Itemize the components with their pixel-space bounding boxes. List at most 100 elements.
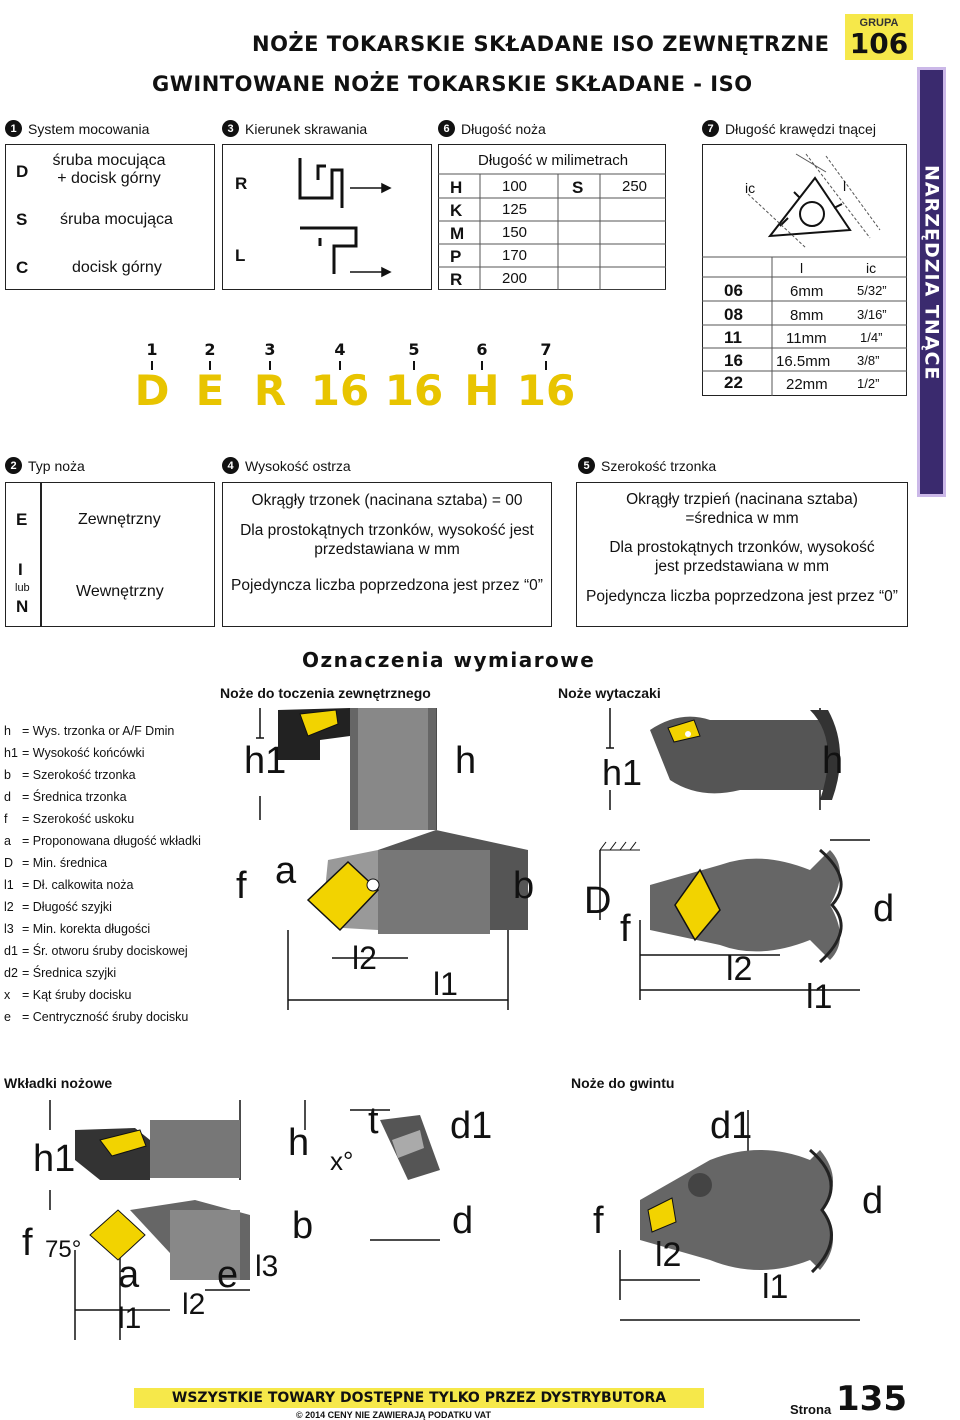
ins-label-f: f bbox=[22, 1222, 33, 1264]
sec6-extra-value: 250 bbox=[622, 178, 648, 195]
code-pos-6: 6 H bbox=[460, 340, 504, 412]
code-pos-2: 2 E bbox=[188, 340, 232, 412]
ins-label-d1: d1 bbox=[450, 1105, 493, 1147]
code-num-7: 7 bbox=[537, 340, 555, 359]
sec3-title: Kierunek skrawania bbox=[245, 120, 368, 137]
sec7-box bbox=[702, 144, 907, 396]
bore-label-l2: l2 bbox=[726, 950, 753, 988]
legend-item: e= Centryczność śruby docisku bbox=[4, 1010, 189, 1024]
sec7-code-0: 06 bbox=[724, 281, 743, 300]
ins-label-l1: l1 bbox=[118, 1302, 142, 1335]
sec6-value-1: 125 bbox=[502, 201, 528, 218]
sec7-code-1: 08 bbox=[724, 305, 743, 324]
legend-item: a= Proponowana długość wkładki bbox=[4, 834, 201, 848]
ins-label-x: x° bbox=[330, 1146, 354, 1176]
code-num-5: 5 bbox=[405, 340, 423, 359]
footer-banner: WSZYSTKIE TOWARY DOSTĘPNE TYLKO PRZEZ DY… bbox=[134, 1388, 704, 1408]
thr-label-f: f bbox=[593, 1200, 604, 1242]
page-title: NOŻE TOKARSKIE SKŁADANE ISO ZEWNĘTRZNE bbox=[252, 32, 830, 56]
ins-label-angle: 75° bbox=[45, 1236, 82, 1263]
side-tab-label: NARZĘDZIA TNĄCE bbox=[920, 165, 943, 381]
sec7-code-2: 11 bbox=[724, 328, 742, 347]
thr-label-d1: d1 bbox=[710, 1105, 753, 1147]
sec2-header: 2 Typ noża bbox=[5, 457, 85, 474]
sec6-value-2: 150 bbox=[502, 224, 528, 241]
bore-label-d-upper: D bbox=[584, 880, 612, 922]
sec7-l-4: 22mm bbox=[786, 376, 828, 393]
sec2-code-e: E bbox=[16, 510, 28, 529]
sec2-title: Typ noża bbox=[28, 457, 85, 474]
code-letter-3: R bbox=[253, 365, 287, 415]
sec6-code-4: R bbox=[450, 270, 463, 289]
page-subtitle: GWINTOWANE NOŻE TOKARSKIE SKŁADANE - ISO bbox=[152, 72, 753, 96]
boring-bar-drawing bbox=[599, 708, 870, 1000]
sec3-number: 3 bbox=[222, 120, 239, 137]
sec1-code-d: D bbox=[16, 162, 29, 181]
legend-item: d2= Średnica szyjki bbox=[4, 966, 117, 980]
sec7-col-l: l bbox=[800, 260, 804, 276]
sec6-caption: Długość w milimetrach bbox=[478, 152, 629, 169]
code-letter-5: 16 bbox=[384, 365, 444, 415]
sec1-text-s: śruba mocująca bbox=[60, 211, 173, 228]
inserts-title: Wkładki nożowe bbox=[4, 1075, 113, 1091]
sec6-value-4: 200 bbox=[502, 270, 528, 287]
sec5-p1: Okrągły trzpień (nacinana sztaba) =średn… bbox=[626, 491, 858, 527]
code-letter-2: E bbox=[195, 365, 225, 415]
sec3-header: 3 Kierunek skrawania bbox=[222, 120, 367, 137]
ins-label-h1: h1 bbox=[33, 1138, 76, 1180]
sec1-text-c: docisk górny bbox=[72, 259, 162, 276]
sec2-text-e: Zewnętrzny bbox=[78, 511, 161, 528]
code-num-2: 2 bbox=[201, 340, 219, 359]
code-letter-1: D bbox=[134, 365, 170, 415]
thr-label-l2: l2 bbox=[655, 1236, 682, 1274]
sec7-l-2: 11mm bbox=[786, 330, 827, 347]
sec7-ic-1: 3/16” bbox=[857, 307, 887, 322]
sec7-col-ic: ic bbox=[866, 260, 877, 276]
ins-label-l2: l2 bbox=[182, 1288, 206, 1321]
dims-ext-label: Noże do toczenia zewnętrznego bbox=[220, 685, 431, 701]
code-pos-5: 5 16 bbox=[382, 340, 446, 412]
ins-label-a: a bbox=[118, 1254, 140, 1296]
sec6-value-3: 170 bbox=[502, 247, 528, 264]
sec6-value-0: 100 bbox=[502, 178, 528, 195]
sec6-extra-code: S bbox=[572, 178, 584, 197]
thread-tool-drawing bbox=[619, 1110, 860, 1321]
sec1-text-d: śruba mocująca + docisk górny bbox=[52, 152, 166, 187]
ins-label-t: t bbox=[368, 1100, 379, 1142]
legend-item: d1= Śr. otworu śruby dociskowej bbox=[4, 944, 188, 958]
group-label: GRUPA bbox=[859, 17, 899, 29]
sec7-diagram-l: l bbox=[843, 178, 847, 194]
bore-label-f: f bbox=[620, 908, 631, 950]
sec2-code-i: I bbox=[18, 560, 23, 579]
sec7-l-1: 8mm bbox=[790, 307, 824, 324]
sec1-code-s: S bbox=[16, 210, 28, 229]
legend-item: x= Kąt śruby docisku bbox=[4, 988, 132, 1002]
sec6-number: 6 bbox=[438, 120, 455, 137]
code-example: 1 D 2 E 3 R 4 16 5 16 6 H 7 16 bbox=[130, 340, 580, 420]
sec2-divider bbox=[40, 482, 42, 627]
code-letter-6: H bbox=[464, 365, 500, 415]
sec1-code-c: C bbox=[16, 258, 29, 277]
sec7-title: Długość krawędzi tnącej bbox=[725, 120, 876, 137]
sec4-p1: Okrągły trzonek (nacinana sztaba) = 00 bbox=[251, 492, 523, 509]
code-pos-4: 4 16 bbox=[308, 340, 372, 412]
thread-title: Noże do gwintu bbox=[571, 1075, 675, 1091]
sec2-code-n: N bbox=[16, 597, 29, 616]
sec2-number: 2 bbox=[5, 457, 22, 474]
external-tool-drawing bbox=[256, 708, 528, 1010]
bore-label-l1: l1 bbox=[806, 978, 833, 1016]
ext-label-f: f bbox=[236, 865, 247, 907]
sec7-code-3: 16 bbox=[724, 351, 743, 370]
ext-label-l2: l2 bbox=[352, 940, 377, 976]
code-num-1: 1 bbox=[143, 340, 161, 359]
sec6-code-2: M bbox=[450, 224, 465, 243]
sec7-grid bbox=[702, 256, 907, 396]
legend-item: D= Min. średnica bbox=[4, 856, 108, 870]
sec3-box bbox=[222, 144, 432, 290]
sec4-title: Wysokość ostrza bbox=[245, 457, 351, 474]
dims-bore-label: Noże wytaczaki bbox=[558, 685, 661, 701]
